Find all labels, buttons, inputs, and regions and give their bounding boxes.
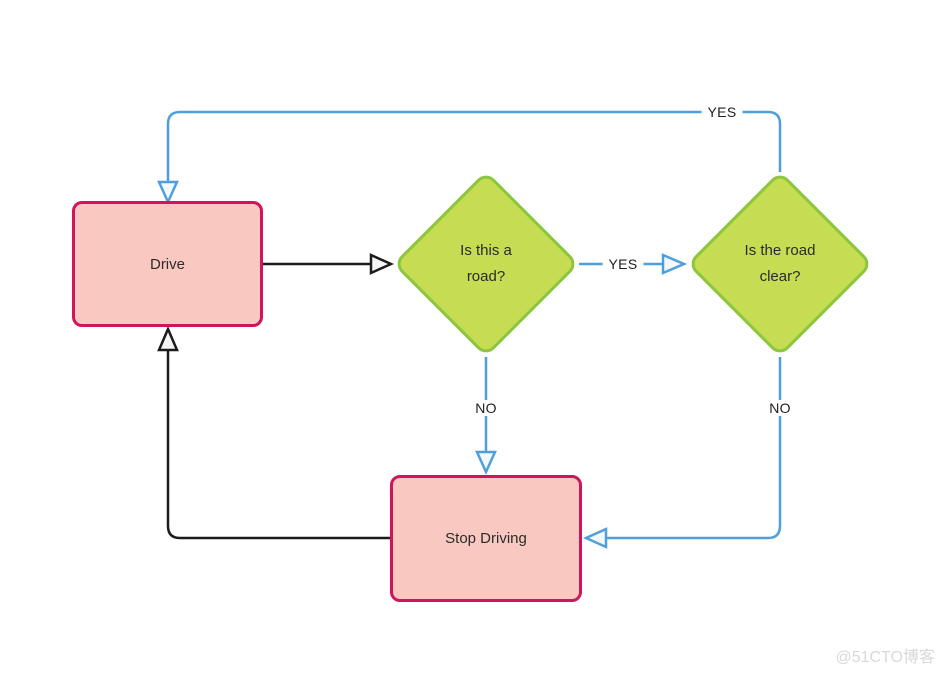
edge-label-no-left: NO: [469, 400, 503, 416]
node-drive-label: Drive: [149, 255, 185, 273]
node-stop-driving: Stop Driving: [390, 475, 582, 602]
edge-roadclear-to-drive-line: [166, 110, 782, 182]
edge-roadclear-to-stop-line: [606, 357, 782, 540]
edge-isroad-to-stop-arrowhead: [475, 450, 497, 476]
edge-stop-to-drive-line: [166, 350, 390, 540]
node-is-this-a-road-label: Is this a road?: [460, 242, 512, 286]
watermark: @51CTO博客: [835, 649, 935, 666]
node-stop-driving-label: Stop Driving: [445, 530, 527, 547]
edge-drive-to-isroad-arrowhead: [369, 253, 395, 275]
edge-label-yes-mid: YES: [602, 256, 644, 272]
edge-roadclear-to-drive-arrowhead: [157, 180, 179, 206]
node-drive: Drive: [72, 201, 263, 327]
edge-stop-to-drive-arrowhead: [157, 325, 179, 352]
edge-roadclear-to-stop-arrowhead: [582, 527, 608, 549]
node-is-the-road-clear-label: Is the road clear?: [744, 242, 816, 286]
edge-label-yes-top: YES: [701, 104, 743, 120]
edge-label-no-right: NO: [763, 400, 797, 416]
edge-isroad-to-roadclear-arrowhead: [661, 253, 688, 275]
